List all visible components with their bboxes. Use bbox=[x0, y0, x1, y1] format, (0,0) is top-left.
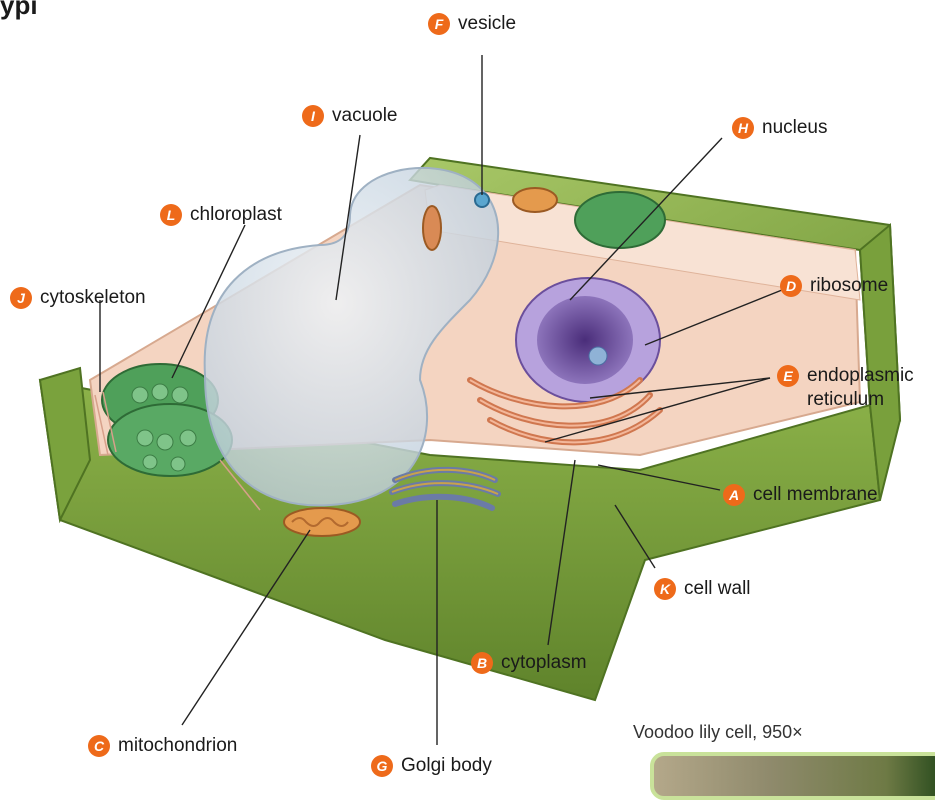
chloroplast-shape bbox=[575, 192, 665, 248]
badge-a: A bbox=[723, 484, 745, 506]
label-nucleus: H nucleus bbox=[732, 116, 828, 140]
label-cytoskeleton-text: cytoskeleton bbox=[40, 286, 146, 310]
badge-k: K bbox=[654, 578, 676, 600]
label-cytoplasm-text: cytoplasm bbox=[501, 651, 587, 675]
label-cell-membrane-text: cell membrane bbox=[753, 483, 878, 507]
mitochondrion-shape bbox=[284, 508, 360, 536]
label-vacuole-text: vacuole bbox=[332, 104, 398, 128]
label-cell-membrane: A cell membrane bbox=[723, 483, 878, 507]
label-chloroplast-text: chloroplast bbox=[190, 203, 282, 227]
plant-cell-diagram: ypi bbox=[0, 0, 935, 782]
mitochondrion-shape bbox=[513, 188, 557, 212]
vesicle-shape bbox=[475, 193, 489, 207]
label-cytoskeleton: J cytoskeleton bbox=[10, 286, 146, 310]
label-ribosome: D ribosome bbox=[780, 274, 888, 298]
label-cytoplasm: B cytoplasm bbox=[471, 651, 587, 675]
label-endoplasmic-reticulum: E endoplasmic reticulum bbox=[777, 364, 935, 412]
label-nucleus-text: nucleus bbox=[762, 116, 828, 140]
label-er-text: endoplasmic reticulum bbox=[807, 364, 935, 412]
label-mitochondrion: C mitochondrion bbox=[88, 734, 237, 758]
nucleus-core bbox=[537, 296, 633, 384]
label-golgi-text: Golgi body bbox=[401, 754, 492, 778]
label-mitochondrion-text: mitochondrion bbox=[118, 734, 237, 758]
badge-d: D bbox=[780, 275, 802, 297]
photo-caption: Voodoo lily cell, 950× bbox=[633, 722, 803, 743]
label-cell-wall: K cell wall bbox=[654, 577, 751, 601]
badge-f: F bbox=[428, 13, 450, 35]
badge-i: I bbox=[302, 105, 324, 127]
badge-j: J bbox=[10, 287, 32, 309]
badge-g: G bbox=[371, 755, 393, 777]
badge-l: L bbox=[160, 204, 182, 226]
badge-b: B bbox=[471, 652, 493, 674]
badge-h: H bbox=[732, 117, 754, 139]
label-vesicle: F vesicle bbox=[428, 12, 516, 36]
label-golgi-body: G Golgi body bbox=[371, 754, 492, 778]
label-ribosome-text: ribosome bbox=[810, 274, 888, 298]
label-vacuole: I vacuole bbox=[302, 104, 398, 128]
label-chloroplast: L chloroplast bbox=[160, 203, 282, 227]
nucleolus bbox=[589, 347, 607, 365]
label-cell-wall-text: cell wall bbox=[684, 577, 751, 601]
mitochondrion-shape bbox=[423, 206, 441, 250]
label-vesicle-text: vesicle bbox=[458, 12, 516, 36]
badge-c: C bbox=[88, 735, 110, 757]
micrograph-photo bbox=[650, 752, 935, 800]
badge-e: E bbox=[777, 365, 799, 387]
